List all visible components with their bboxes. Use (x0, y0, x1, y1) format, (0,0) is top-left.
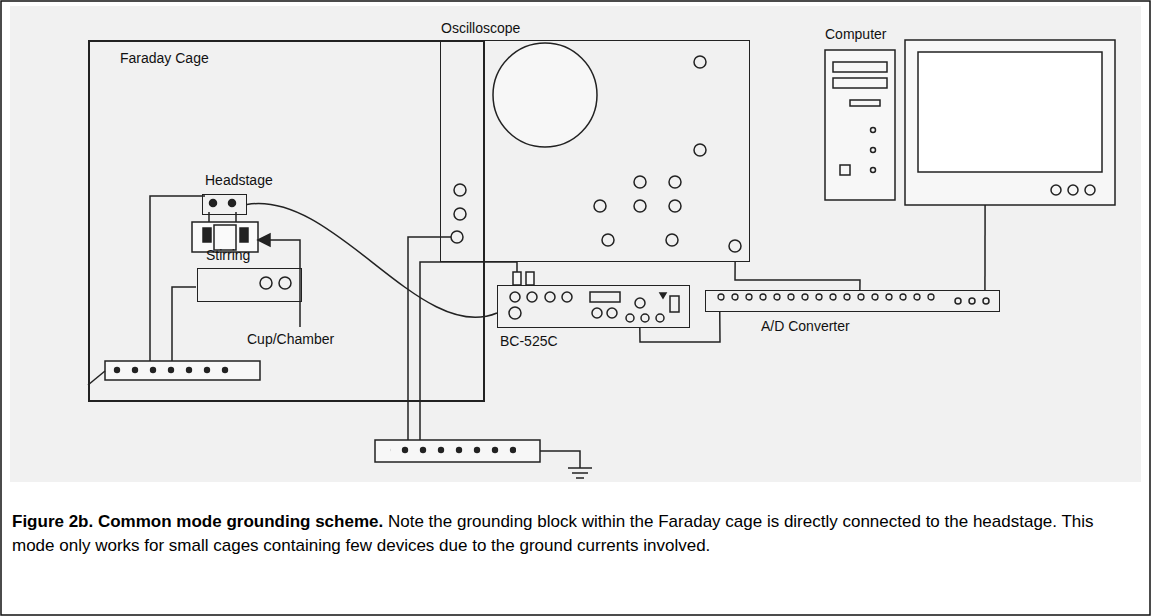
device-label: Oscilloscope (441, 20, 520, 37)
cable-connector (984, 205, 985, 290)
headstage-box: Headstage (202, 194, 247, 215)
figure-caption: Figure 2b. Common mode grounding scheme.… (12, 510, 1132, 558)
oscilloscope-box: Oscilloscope (440, 40, 750, 262)
cable-connector (735, 262, 860, 290)
cable-connector (640, 312, 720, 342)
scan-ground (10, 6, 1141, 482)
cable-connector (247, 204, 497, 318)
device-label: Computer (825, 26, 886, 43)
computer-group: Computer (825, 45, 1115, 205)
faraday-cage: Faraday CageHeadstageStirring (88, 40, 485, 402)
part-label: Cup/Chamber (247, 331, 334, 348)
computer-tower (825, 50, 895, 200)
device-label: Stirring (206, 247, 250, 264)
device-label: Faraday Cage (120, 50, 209, 67)
grounding-block (375, 440, 540, 462)
converter-box: A/D Converter (705, 290, 1000, 312)
device-label: A/D Converter (761, 318, 850, 335)
stirring-box: Stirring (197, 268, 302, 302)
device-label: Headstage (205, 172, 273, 189)
caption-title: Figure 2b. Common mode grounding scheme. (12, 512, 383, 531)
amplifier-box: BC-525C (497, 285, 690, 328)
grounding-block (105, 361, 260, 380)
computer-monitor (905, 40, 1115, 205)
device-label: BC-525C (500, 333, 558, 350)
